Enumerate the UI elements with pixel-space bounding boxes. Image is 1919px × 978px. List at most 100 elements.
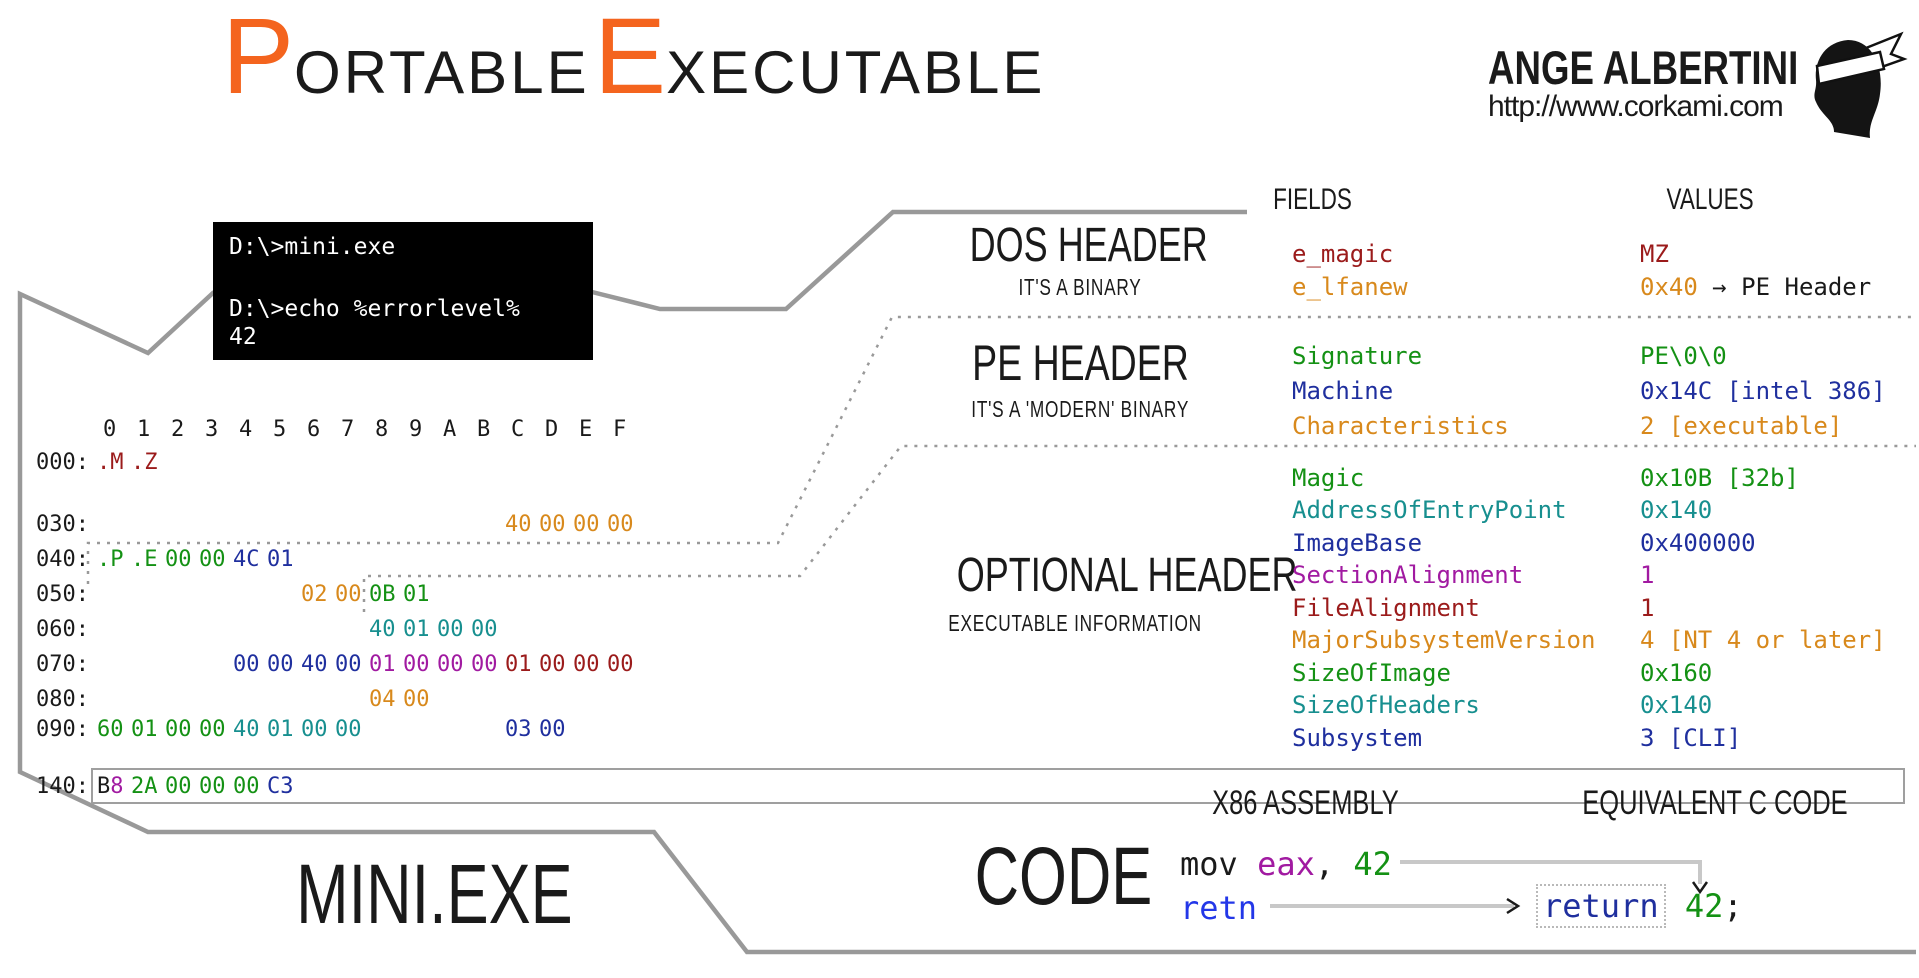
c-code-token: return <box>1536 884 1666 928</box>
field-name-Signature: Signature <box>1292 342 1423 370</box>
hex-column-header: 0 <box>103 417 117 442</box>
hex-byte-token: 00 <box>403 652 430 677</box>
hex-cell-byte: 00 <box>301 719 328 741</box>
hex-byte-token: 40 <box>505 512 532 537</box>
asm-instruction-retn: retn <box>1180 892 1257 924</box>
pe-optional-boundary-dotted-line <box>362 444 1916 612</box>
hex-cell-byte: 60 <box>97 719 124 741</box>
field-value-token: 1 <box>1640 561 1655 589</box>
hex-row-offset: 070: <box>36 652 89 677</box>
author-name-text: ANGE ALBERTINI <box>1488 41 1799 94</box>
field-value-token: PE\0\0 <box>1640 342 1727 370</box>
field-value-token: 0x140 <box>1640 496 1713 524</box>
hex-cell-byte: 00 <box>199 719 226 741</box>
hex-column-header: D <box>545 417 559 442</box>
hex-byte-token: .E <box>131 547 158 572</box>
hex-cell-byte: 00 <box>539 719 566 741</box>
hex-column-header: E <box>579 417 593 442</box>
field-value-Characteristics: 2 [executable] <box>1640 414 1842 438</box>
field-value-token: 0x160 <box>1640 659 1713 687</box>
hex-row-offset: 040: <box>36 547 89 572</box>
hex-byte-token: 03 <box>505 717 532 742</box>
hex-cell-byte: 01 <box>505 654 532 676</box>
field-value-token: 0x140 <box>1640 691 1713 719</box>
hex-cell-byte: 01 <box>131 719 158 741</box>
hex-column-header: C <box>511 417 525 442</box>
c-code-token: 42 <box>1665 887 1724 925</box>
hex-cell-byte: 00 <box>335 584 362 606</box>
hex-byte-token: 00 <box>301 717 328 742</box>
hex-cell-byte: 00 <box>539 654 566 676</box>
field-name-Characteristics: Characteristics <box>1292 412 1509 440</box>
field-value-token: 4 [NT 4 or later] <box>1640 626 1886 654</box>
hex-byte-token: .M <box>97 450 124 475</box>
optional-header-title-text: OPTIONAL HEADER <box>956 549 1298 602</box>
field-name-Subsystem: Subsystem <box>1292 724 1423 752</box>
c-column-header-text: EQUIVALENT C CODE <box>1582 784 1848 822</box>
section-title-pe-header: PE HEADER <box>930 338 1230 388</box>
field-name-ImageBase: ImageBase <box>1292 529 1423 557</box>
terminal-line-command-2: D:\>echo %errorlevel% <box>229 296 520 322</box>
hex-byte-token: 00 <box>335 717 362 742</box>
field-value-MajorSubsystemVersion: 4 [NT 4 or later] <box>1640 628 1886 652</box>
hex-column-header: F <box>613 417 627 442</box>
hex-byte-token: 00 <box>573 652 600 677</box>
c-code-return-statement: return 42; <box>1536 884 1743 928</box>
hex-cell-byte: .E <box>131 549 158 571</box>
hex-cell-byte: 00 <box>403 654 430 676</box>
hex-cell-byte: 00 <box>199 776 226 798</box>
hex-column-header: 3 <box>205 417 219 442</box>
title-initial-p: P <box>222 0 295 116</box>
hex-byte-token: 00 <box>539 512 566 537</box>
asm-column-header-text: X86 ASSEMBLY <box>1211 784 1399 822</box>
hex-cell-byte: .M <box>97 452 124 474</box>
field-value-token: 0x10B [32b] <box>1640 464 1799 492</box>
hex-cell-byte: 00 <box>335 719 362 741</box>
field-value-Machine: 0x14C [intel 386] <box>1640 379 1886 403</box>
values-column-header-text: VALUES <box>1666 183 1754 216</box>
terminal-window: D:\>mini.exe D:\>echo %errorlevel% 42 <box>213 222 593 360</box>
hex-cell-byte: .Z <box>131 452 158 474</box>
hex-byte-token: 8 <box>110 774 124 799</box>
hex-cell-byte: 00 <box>199 549 226 571</box>
field-name-Magic: Magic <box>1292 464 1365 492</box>
hex-byte-token: 00 <box>335 652 362 677</box>
hex-byte-token: 00 <box>471 617 498 642</box>
hex-byte-token: 00 <box>437 617 464 642</box>
field-value-e_magic: MZ <box>1640 242 1669 266</box>
hex-row-offset: 090: <box>36 717 89 742</box>
hex-cell-byte: 02 <box>301 584 328 606</box>
field-name-FileAlignment: FileAlignment <box>1292 594 1480 622</box>
hex-byte-token: 00 <box>573 512 600 537</box>
hex-cell-byte: 00 <box>471 654 498 676</box>
hex-byte-token: 00 <box>267 652 294 677</box>
hex-column-header: 6 <box>307 417 321 442</box>
hex-cell-byte: 00 <box>607 514 634 536</box>
field-name-e_magic: e_magic <box>1292 240 1394 268</box>
field-value-Signature: PE\0\0 <box>1640 344 1727 368</box>
hex-cell-byte: 00 <box>471 619 498 641</box>
author-name: ANGE ALBERTINI <box>1488 44 1886 91</box>
field-value-token: MZ <box>1640 240 1669 268</box>
hex-byte-token: 01 <box>403 582 430 607</box>
hex-byte-token: 04 <box>369 687 396 712</box>
field-value-AddressOfEntryPoint: 0x140 <box>1640 498 1712 522</box>
hex-cell-byte: 00 <box>267 654 294 676</box>
hex-row-offset: 060: <box>36 617 89 642</box>
hex-cell-byte: 00 <box>573 654 600 676</box>
hex-cell-byte: 2A <box>131 776 158 798</box>
hex-cell-byte: 00 <box>233 654 260 676</box>
hex-byte-token: 0B <box>369 582 396 607</box>
asm-instruction-mov: mov eax, 42 <box>1180 848 1392 880</box>
hex-cell-byte: 01 <box>369 654 396 676</box>
field-value-SizeOfHeaders: 0x140 <box>1640 693 1712 717</box>
dos-header-title-text: DOS HEADER <box>969 219 1208 272</box>
asm-token: 42 <box>1353 845 1392 883</box>
asm-token: eax <box>1257 845 1315 883</box>
hex-cell-byte: 00 <box>335 654 362 676</box>
hex-byte-token: 00 <box>607 652 634 677</box>
asm-token: , <box>1314 845 1354 883</box>
author-url[interactable]: http://www.corkami.com <box>1488 92 1784 122</box>
field-value-SectionAlignment: 1 <box>1640 563 1654 587</box>
